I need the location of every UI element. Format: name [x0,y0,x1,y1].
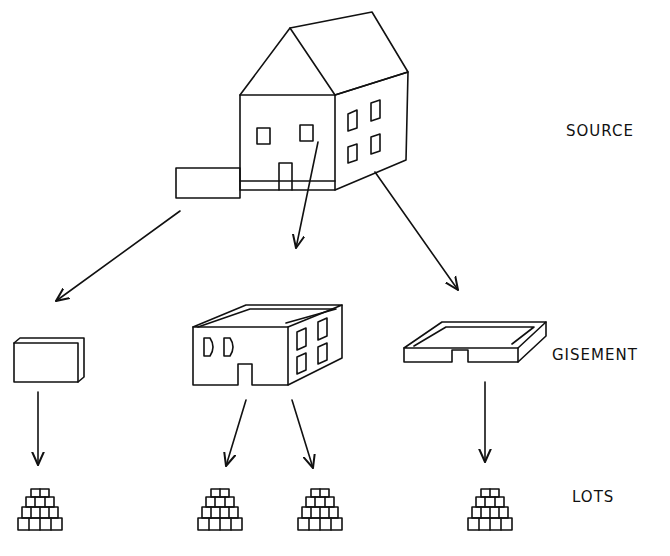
lot-stacks [18,489,512,530]
annex-block [14,338,84,382]
row-label: LOTS [572,488,614,506]
source-house [176,12,408,198]
row-label: SOURCE [566,122,634,140]
foundation-slab [404,322,546,362]
sketch-arrows [38,142,485,468]
building-shell [193,305,342,385]
row-label: GISEMENT [552,346,638,364]
